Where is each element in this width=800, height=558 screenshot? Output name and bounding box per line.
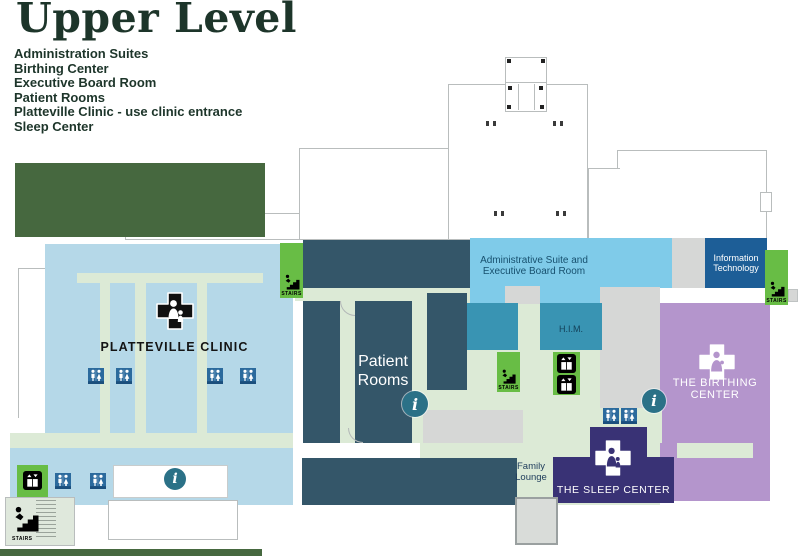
column-dot [539, 86, 543, 90]
region-admin-suite [470, 238, 672, 288]
legend-item: Executive Board Room [14, 75, 157, 90]
birthing-corridor [677, 443, 753, 458]
column-marker [553, 121, 563, 126]
region-patient-rooms-b [355, 301, 412, 443]
elevator-icon [557, 354, 576, 373]
landscape-strip [0, 549, 262, 556]
vestibule-wall [534, 84, 535, 110]
gray-zone [672, 238, 705, 288]
stairs-icon [285, 274, 299, 290]
clinic-corridor [135, 283, 146, 433]
admin-suite-label: Administrative Suite and Executive Board… [480, 255, 588, 277]
region-birthing-center [660, 303, 770, 501]
column-dot [507, 59, 511, 63]
clinic-corridor [100, 283, 110, 433]
region-patient-rooms-top [303, 240, 470, 288]
column-dot [541, 59, 545, 63]
stairs-box: STAIRS [765, 250, 788, 305]
landscape-area [15, 163, 265, 237]
patient-rooms-label: Patient Rooms [357, 353, 409, 389]
clinic-cross-icon [156, 292, 194, 330]
region-patient-rooms-a [303, 301, 340, 443]
vestibule-wall [518, 84, 519, 110]
platteville-clinic-label: PLATTEVILLE CLINIC [100, 340, 249, 354]
restroom-icon [207, 368, 223, 384]
legend-item: Patient Rooms [14, 89, 106, 105]
legend-item: Birthing Center [14, 60, 109, 76]
region-information-technology [705, 238, 767, 288]
gray-zone [423, 410, 523, 443]
gray-zone [505, 286, 540, 304]
info-icon: i [164, 468, 186, 490]
page-title: Upper Level [16, 0, 297, 42]
gray-bump [788, 289, 798, 302]
restroom-icon [603, 408, 619, 424]
building-outline-left-wing [299, 148, 449, 240]
region-patient-rooms-c [427, 293, 467, 390]
birthing-center-label: THE BIRTHING CENTER [672, 377, 758, 401]
patient-corridor [340, 301, 355, 443]
clinic-corridor [10, 433, 293, 448]
column-marker [486, 121, 496, 126]
region-him-west [467, 303, 518, 350]
column-marker [556, 211, 566, 216]
info-icon: i [642, 389, 666, 413]
building-outline-right-connector [588, 168, 620, 240]
building-outline-bottom-room [108, 500, 238, 540]
stairs-box: STAIRS [280, 243, 303, 298]
building-outline-right-wing [617, 150, 767, 240]
column-dot [507, 105, 511, 109]
column-marker [494, 211, 504, 216]
legend-item: Sleep Center [14, 118, 94, 134]
column-dot [540, 105, 544, 109]
stairs-label: STAIRS [281, 291, 302, 297]
legend-item: Administration Suites [14, 46, 149, 61]
sleep-cross-icon [595, 440, 631, 476]
information-technology-label: Information Technology [713, 253, 759, 273]
region-patient-rooms-bottom [302, 458, 517, 505]
south-vestibule [515, 497, 558, 545]
restroom-icon [240, 368, 256, 384]
clinic-corridor [77, 273, 263, 283]
door-bump [760, 192, 772, 212]
stairs-icon [15, 506, 39, 532]
birthing-cross-icon [699, 344, 735, 380]
stair-treads [36, 500, 56, 537]
stairs-label: STAIRS [498, 385, 519, 391]
region-him [540, 303, 602, 350]
column-dot [508, 86, 512, 90]
gray-zone [600, 287, 660, 408]
patient-corridor [295, 288, 427, 301]
restroom-icon [116, 368, 132, 384]
stairs-label: STAIRS [766, 298, 787, 304]
sleep-center-label: THE SLEEP CENTER [556, 484, 671, 496]
clinic-corridor [197, 283, 207, 433]
restroom-icon [55, 473, 71, 489]
restroom-icon [621, 408, 637, 424]
elevator-icon [557, 375, 576, 394]
him-label: H.I.M. [559, 324, 583, 334]
info-icon: i [402, 391, 428, 417]
stairs-box: STAIRS [497, 352, 520, 392]
building-outline-vestibule-top [505, 57, 547, 84]
restroom-icon [90, 473, 106, 489]
legend-list: Administration Suites Birthing Center Ex… [14, 46, 243, 134]
family-lounge-label: Family Lounge [515, 461, 547, 483]
elevator-icon [23, 471, 42, 490]
restroom-icon [88, 368, 104, 384]
legend-item: Platteville Clinic - use clinic entrance [14, 104, 243, 119]
stairs-label: STAIRS [12, 536, 33, 542]
stairs-icon [770, 281, 784, 297]
stairs-icon [502, 369, 516, 384]
